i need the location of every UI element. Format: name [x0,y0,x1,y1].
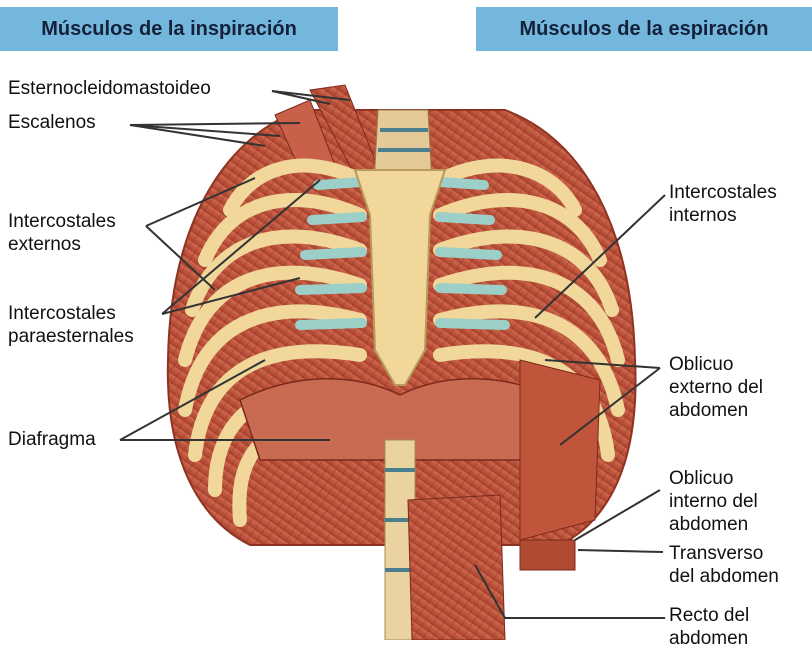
label-esternocleidomastoideo: Esternocleidomastoideo [8,77,211,100]
label-diafragma: Diafragma [8,428,96,451]
transversus-abdominis [520,540,575,570]
label-recto: Recto del abdomen [669,604,749,650]
rectus-abdominis [408,495,505,640]
label-transverso: Transverso del abdomen [669,542,779,588]
external-oblique [520,360,600,540]
label-oblicuo-externo: Oblicuo externo del abdomen [669,353,763,422]
label-oblicuo-interno: Oblicuo interno del abdomen [669,467,758,536]
label-intercostales-externos: Intercostales externos [8,210,116,256]
label-escalenos: Escalenos [8,111,96,134]
label-intercostales-internos: Intercostales internos [669,181,777,227]
label-intercostales-paraesternales: Intercostales paraesternales [8,302,134,348]
